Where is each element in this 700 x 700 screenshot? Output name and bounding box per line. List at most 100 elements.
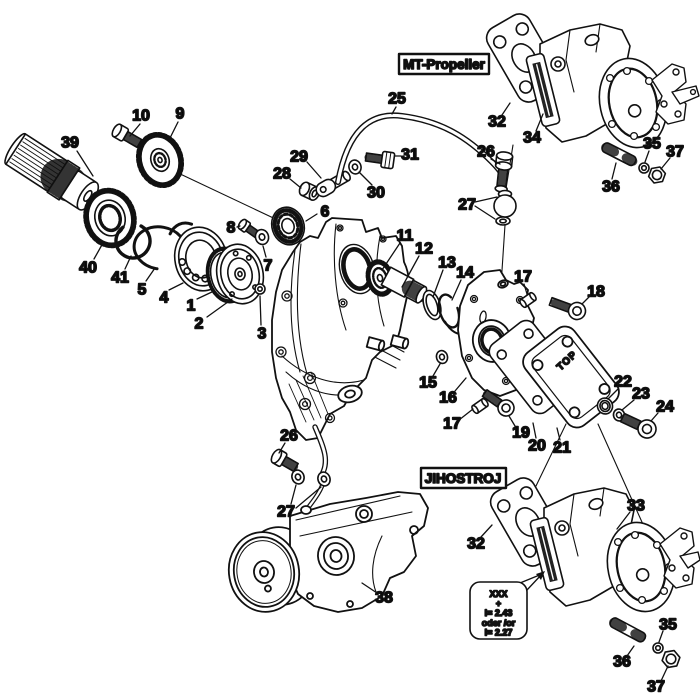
part-number-label: 13 <box>438 255 456 272</box>
part-number-label: 40 <box>79 260 97 277</box>
leader-line <box>474 205 496 220</box>
part-number-label: 29 <box>290 149 308 166</box>
hex-bolt-31 <box>364 150 396 170</box>
leader-line <box>432 269 444 298</box>
part-number-label: 32 <box>467 536 485 553</box>
slot-bracket-34 <box>525 52 561 128</box>
part-number-label: 6 <box>321 204 330 221</box>
part-number-label: 11 <box>397 228 414 245</box>
part-number-label: 37 <box>647 679 665 696</box>
part-number-label: 36 <box>602 179 620 196</box>
gearbox-housing <box>271 217 410 441</box>
leader-line <box>93 242 104 260</box>
part-number-label: 33 <box>627 498 645 515</box>
nut-37-top <box>647 166 667 184</box>
part-number-label: 9 <box>176 106 185 123</box>
dowel-pin <box>389 334 410 350</box>
part-number-label: 32 <box>488 114 506 131</box>
leader-line <box>658 630 664 643</box>
governor-lever <box>659 527 700 589</box>
gear-9 <box>135 131 185 189</box>
part-number-label: 10 <box>132 108 150 125</box>
leader-line <box>523 283 528 295</box>
leader-line <box>129 123 141 137</box>
leader-line <box>236 225 241 228</box>
pipe-clamp-29 <box>315 170 351 198</box>
end-plate-2 <box>215 243 265 305</box>
leader-line <box>262 245 267 258</box>
leader-line <box>381 242 401 271</box>
leader-line <box>616 511 631 530</box>
leader-line <box>660 157 671 170</box>
stud-36-top <box>601 142 638 167</box>
banjo-fitting-27-top <box>493 189 517 226</box>
washer-3 <box>254 283 266 295</box>
plug-17-bottom <box>471 397 489 415</box>
part-number-label: 31 <box>401 147 419 164</box>
leader-line <box>607 388 619 400</box>
part-number-label: 23 <box>632 386 650 403</box>
washer-30 <box>348 159 362 175</box>
part-number-label: 26 <box>280 428 298 445</box>
part-number-label: 39 <box>61 135 79 152</box>
part-number-label: 26 <box>477 144 495 161</box>
governor-lever <box>651 63 700 125</box>
leader-line <box>458 408 474 421</box>
leader-line <box>305 213 318 222</box>
part-number-label: 20 <box>528 438 546 455</box>
part-number-label: 2 <box>195 316 204 333</box>
part-number-label: 17 <box>443 416 461 433</box>
leader-line <box>480 524 493 538</box>
part-number-label: 30 <box>367 185 385 202</box>
mt-propeller-label-text: MT-Propeller <box>403 57 486 72</box>
housing-bolt-ears <box>275 224 387 424</box>
governor-jihostroj <box>489 477 700 669</box>
part-number-label: 24 <box>656 399 674 416</box>
part-number-label: 27 <box>277 504 295 521</box>
leader-line <box>391 106 397 115</box>
leader-line <box>451 279 462 301</box>
part-number-label: 17 <box>514 269 532 286</box>
leader-line <box>508 415 516 427</box>
leader-line <box>361 582 378 594</box>
part-number-label: 18 <box>587 284 605 301</box>
leader-line <box>432 363 441 377</box>
leader-line <box>501 102 511 116</box>
banjo-bolt-26-bottom <box>270 448 299 473</box>
leader-line <box>306 161 322 179</box>
input-shaft-39 <box>4 132 100 211</box>
banjo-washers-27-bottom <box>291 469 331 511</box>
part-number-label: 21 <box>553 440 571 457</box>
part-number-label: 14 <box>456 265 474 282</box>
leader-line <box>626 645 635 657</box>
part-number-label: 38 <box>375 590 393 607</box>
washer-15 <box>435 349 449 365</box>
part-number-label: 15 <box>419 375 437 392</box>
part-number-label: 7 <box>264 258 273 275</box>
leader-line <box>358 171 373 186</box>
leader-line <box>196 290 215 300</box>
leader-line <box>259 295 262 326</box>
socket-bolt-18 <box>548 296 587 321</box>
leader-line <box>145 267 156 282</box>
washer-22 <box>596 397 614 415</box>
leader-line <box>532 422 537 439</box>
leader-line <box>474 196 498 203</box>
leader-line <box>401 255 420 288</box>
leader-line <box>581 296 590 305</box>
part-number-label: 12 <box>415 241 433 258</box>
oil-hose <box>312 424 329 479</box>
leader-line <box>556 427 561 441</box>
jihostroj-label: JIHOSTROJ <box>419 466 508 490</box>
leader-line <box>168 282 184 291</box>
part-number-label: 35 <box>643 136 661 153</box>
part-number-label: 27 <box>458 197 476 214</box>
leader-line <box>124 255 132 270</box>
circlip-41 <box>114 222 152 260</box>
pump-pulley <box>227 531 301 613</box>
stud-36-bottom <box>609 617 648 643</box>
part-number-label: 1 <box>187 298 196 315</box>
